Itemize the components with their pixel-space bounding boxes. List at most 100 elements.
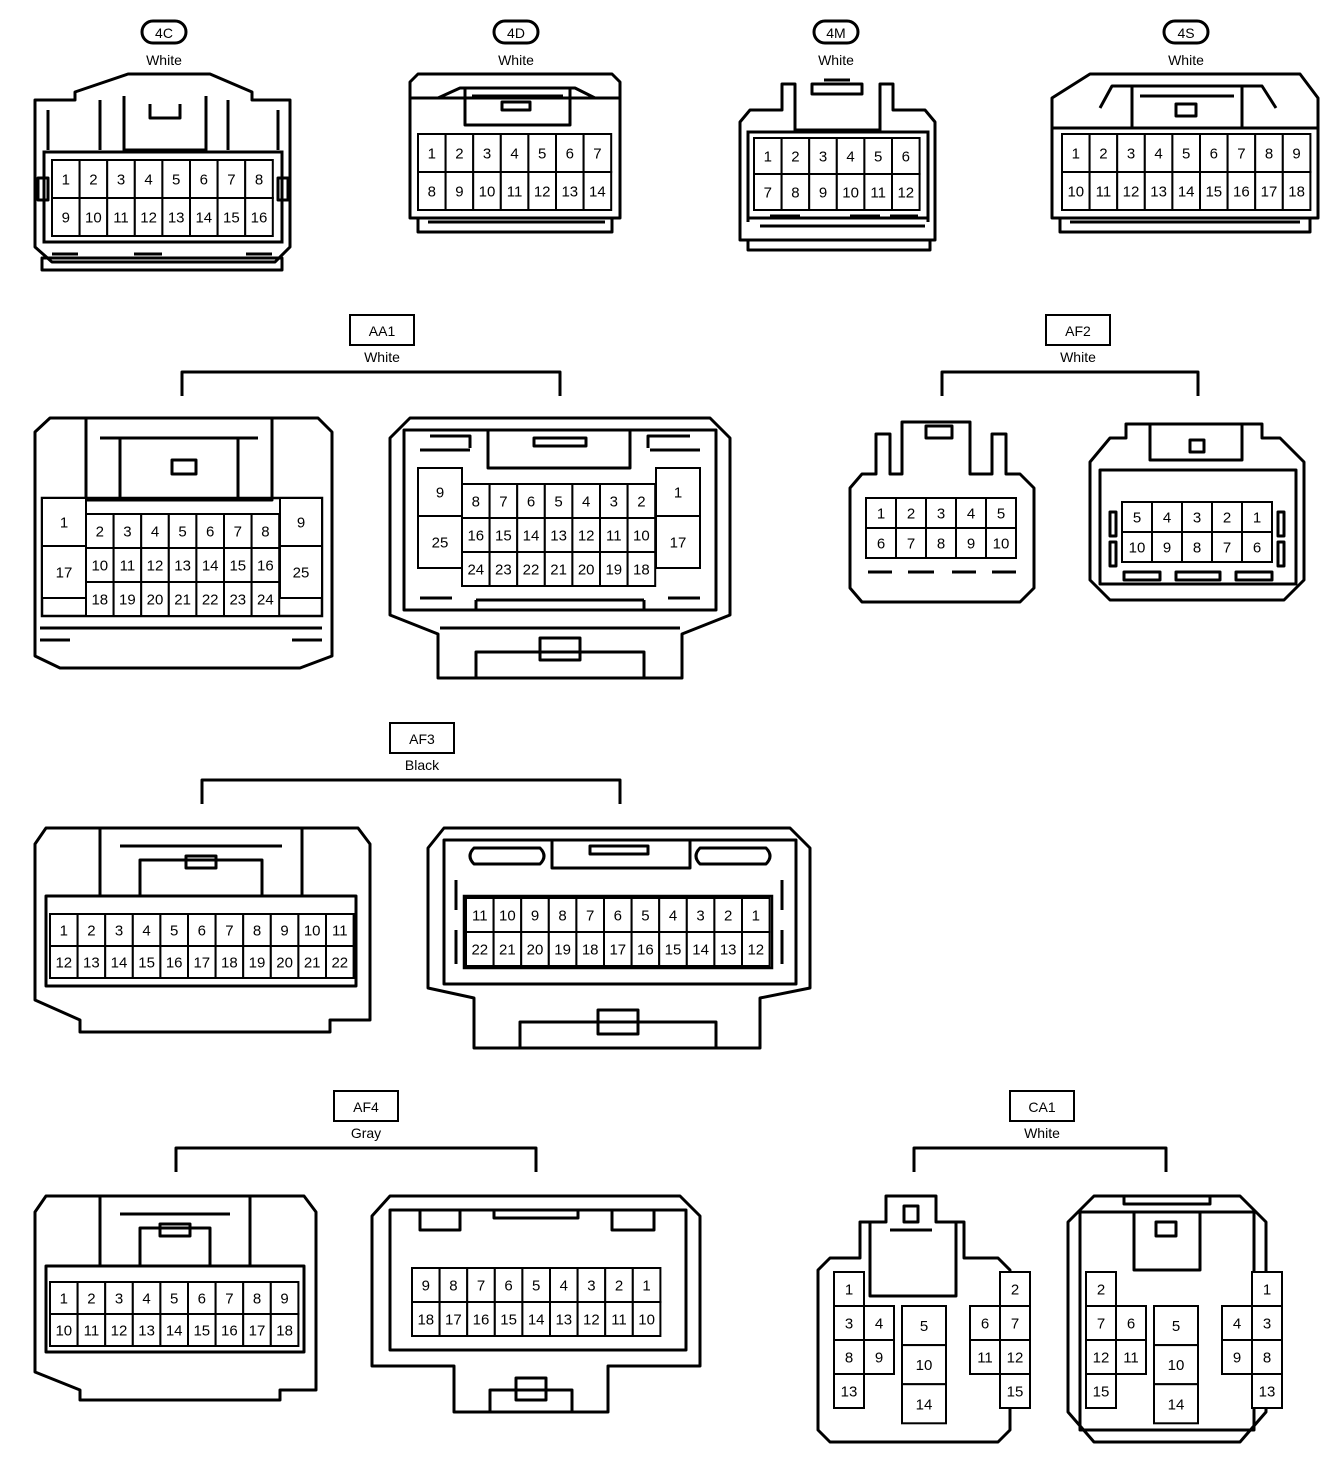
4D-pin-12: 12 xyxy=(534,184,551,201)
AF2-R-pin-7-cell xyxy=(1211,531,1243,563)
AF4-R-pin-11: 11 xyxy=(611,1312,627,1329)
4C-pin-3: 3 xyxy=(117,172,125,189)
AF2-R-pin-10: 10 xyxy=(1129,540,1146,557)
AF3-R-pin-19: 19 xyxy=(554,942,571,959)
AF4-R-pin-10-cell xyxy=(631,1301,662,1337)
4S-pin-4: 4 xyxy=(1154,146,1162,163)
AF2-L-pin-3-cell xyxy=(925,497,957,529)
CA1-R-pin-10: 10 xyxy=(1168,1357,1185,1374)
CA1-L-pin-14: 14 xyxy=(916,1396,933,1413)
AF4-L-pin-12-cell xyxy=(104,1313,134,1347)
AF4-L-pin-17-cell xyxy=(242,1313,272,1347)
AF3-L-pin-9: 9 xyxy=(280,923,288,940)
connector-AF4-left-housing xyxy=(33,1194,318,1402)
AF4-R-pin-5: 5 xyxy=(532,1278,540,1295)
AF3-R-pin-9: 9 xyxy=(531,908,539,925)
connector-CA1-left-housing xyxy=(816,1194,1012,1444)
AF4-L-pin-2: 2 xyxy=(87,1291,95,1308)
AF4-L-pin-7: 7 xyxy=(225,1291,233,1308)
CA1-R-pin-3-cell xyxy=(1251,1305,1283,1341)
AF2-R-pin-7: 7 xyxy=(1223,540,1231,557)
AF2-R-pin-6-cell xyxy=(1241,531,1273,563)
AA1-R-pin-5-cell xyxy=(543,483,574,519)
CA1-R-pin-1: 1 xyxy=(1263,1282,1271,1299)
4S-pin-16-cell xyxy=(1226,171,1257,211)
AF2-L-pin-10: 10 xyxy=(993,536,1010,553)
connector-4S-housing xyxy=(1050,72,1320,234)
AA1-R-pin-17-cell xyxy=(655,515,701,569)
AA1-L-pin-11: 11 xyxy=(120,558,136,575)
4C-pin-7-cell xyxy=(216,159,247,199)
AF4-L-pin-18-cell xyxy=(269,1313,300,1347)
AF3-R-pin-18-cell xyxy=(575,931,606,967)
4D-pin-3-cell xyxy=(472,133,502,173)
connector-4C-housing xyxy=(33,72,292,272)
AF4-R-pin-1-cell xyxy=(631,1267,662,1303)
4S-pin-6: 6 xyxy=(1210,146,1218,163)
AF4-L-pin-14: 14 xyxy=(166,1323,183,1340)
AF3-L-pin-11: 11 xyxy=(332,923,348,940)
AA1-R-pin-24: 24 xyxy=(467,562,484,579)
AF3-R-pin-18: 18 xyxy=(582,942,599,959)
AF3-L-pin-5: 5 xyxy=(170,923,178,940)
AF4-L-pin-14-cell xyxy=(159,1313,189,1347)
AF3-R-pin-12: 12 xyxy=(747,942,764,959)
AA1-R-pin-25-cell xyxy=(417,515,463,569)
AA1-R-pin-23: 23 xyxy=(495,562,512,579)
4S-pin-3: 3 xyxy=(1127,146,1135,163)
4C-pin-2-cell xyxy=(78,159,109,199)
AF4-L-pin-16: 16 xyxy=(221,1323,238,1340)
4M-pin-8: 8 xyxy=(791,185,799,202)
AF3-R-pin-12-cell xyxy=(741,931,771,967)
AA1-L-pin-19-cell xyxy=(112,581,143,617)
AF3-R-pin-8-cell xyxy=(547,897,578,933)
4C-pin-16: 16 xyxy=(251,210,268,227)
AF4-R-pin-10: 10 xyxy=(638,1312,655,1329)
connector-code: AF3 xyxy=(409,731,435,747)
CA1-R-pin-4-cell xyxy=(1221,1305,1253,1341)
AF3-L-pin-19: 19 xyxy=(249,955,266,972)
AF4-L-pin-9: 9 xyxy=(280,1291,288,1308)
4M-pin-5-cell xyxy=(863,137,894,175)
4S-pin-2: 2 xyxy=(1099,146,1107,163)
AA1-L-pin-12-cell xyxy=(140,547,170,583)
AF3-L-pin-12-cell xyxy=(49,945,79,979)
4M-pin-12: 12 xyxy=(897,185,914,202)
AF3-L-pin-18: 18 xyxy=(221,955,238,972)
connector-code: 4D xyxy=(507,25,525,41)
4C-pin-13: 13 xyxy=(168,210,185,227)
AF2-L-pin-9: 9 xyxy=(967,536,975,553)
4S-pin-15-cell xyxy=(1199,171,1229,211)
AF3-R-pin-1: 1 xyxy=(752,908,760,925)
4D-pin-4: 4 xyxy=(510,146,518,163)
AA1-R-pin-5: 5 xyxy=(554,494,562,511)
CA1-L-pin-12-cell xyxy=(999,1339,1031,1375)
connector-code: AF4 xyxy=(353,1099,379,1115)
AF3-L-pin-3: 3 xyxy=(115,923,123,940)
AF2-bracket xyxy=(940,370,1200,396)
4D-pin-8: 8 xyxy=(428,184,436,201)
AF3-R-pin-11: 11 xyxy=(472,908,488,925)
connector-code: 4S xyxy=(1177,25,1194,41)
CA1-L-pin-11: 11 xyxy=(977,1350,993,1367)
AA1-R-pin-19: 19 xyxy=(605,562,622,579)
AF2-L-pin-9-cell xyxy=(955,527,987,559)
AF3-L-pin-15-cell xyxy=(131,945,162,979)
CA1-R-pin-2-cell xyxy=(1085,1271,1117,1307)
AA1-L-pin-6: 6 xyxy=(206,524,214,541)
AA1-L-pin-5: 5 xyxy=(178,524,186,541)
AA1-R-pin-17: 17 xyxy=(670,535,687,552)
connector-code: 4M xyxy=(826,25,845,41)
AA1-R-pin-12: 12 xyxy=(578,528,595,545)
4D-pin-10: 10 xyxy=(479,184,496,201)
AA1-R-pin-6: 6 xyxy=(527,494,535,511)
4S-pin-11: 11 xyxy=(1096,184,1112,201)
